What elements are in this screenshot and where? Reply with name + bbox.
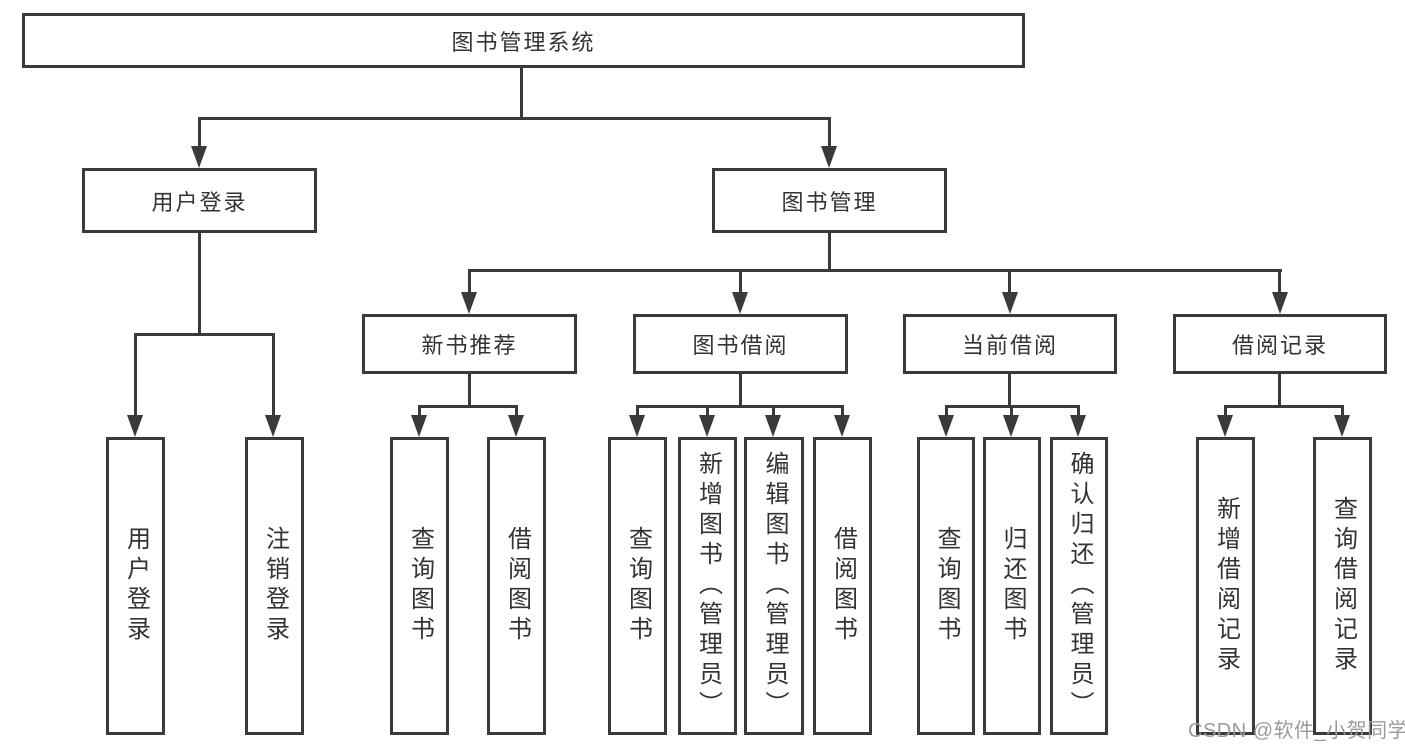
- leaf-add-borrow-record: 新增借阅记录: [1196, 437, 1255, 735]
- arrowhead-g3-query: [629, 415, 645, 437]
- connector-drop-g5-query: [1341, 405, 1344, 417]
- connector-drop-g3-add: [706, 405, 709, 417]
- arrowhead-borrow-records: [1272, 292, 1288, 314]
- arrowhead-g3-borrow: [834, 415, 850, 437]
- connector-group5-bar: [1224, 405, 1344, 408]
- connector-drop-new-book: [468, 269, 471, 294]
- connector-drop-borrow-records: [1278, 269, 1281, 294]
- connector-drop-g4-return: [1010, 405, 1013, 417]
- leaf-confirm-return-admin: 确认归还（管理员）: [1050, 437, 1108, 735]
- arrowhead-g5-query: [1334, 415, 1350, 437]
- connector-drop-g3-borrow: [841, 405, 844, 417]
- leaf-user-login: 用户登录: [106, 437, 165, 735]
- leaf-borrow-query-books: 查询图书: [608, 437, 667, 735]
- arrowhead-book-management: [821, 146, 837, 168]
- connector-drop-leaf-login: [134, 333, 137, 417]
- arrowhead-g4-return: [1003, 415, 1019, 437]
- node-library-management-system: 图书管理系统: [22, 13, 1025, 68]
- leaf-recommend-borrow-books: 借阅图书: [487, 437, 546, 735]
- arrowhead-g2-query: [411, 415, 427, 437]
- connector-group1-bar: [134, 333, 275, 336]
- arrowhead-user-login: [191, 146, 207, 168]
- arrowhead-book-borrow: [732, 292, 748, 314]
- connector-drop-current-borrow: [1008, 269, 1011, 294]
- node-current-borrow: 当前借阅: [903, 314, 1117, 374]
- connector-book-borrow-stub: [739, 374, 742, 408]
- arrowhead-g3-add: [699, 415, 715, 437]
- leaf-query-borrow-record: 查询借阅记录: [1313, 437, 1372, 735]
- connector-user-login-stub: [198, 233, 201, 336]
- leaf-current-query-books: 查询图书: [917, 437, 975, 735]
- arrowhead-leaf-login: [127, 415, 143, 437]
- connector-drop-book-management: [828, 117, 831, 148]
- arrowhead-leaf-logout: [265, 415, 281, 437]
- node-borrow-records: 借阅记录: [1173, 314, 1387, 374]
- node-new-book-recommend: 新书推荐: [362, 314, 577, 374]
- connector-group3-bar: [636, 405, 844, 408]
- connector-new-book-stub: [468, 374, 471, 408]
- arrowhead-current-borrow: [1002, 292, 1018, 314]
- connector-drop-user-login: [198, 117, 201, 148]
- connector-drop-g3-edit: [772, 405, 775, 417]
- connector-current-borrow-stub: [1008, 374, 1011, 408]
- connector-drop-leaf-logout: [272, 333, 275, 417]
- connector-level3-bar: [468, 269, 1282, 272]
- connector-drop-g2-borrow: [515, 405, 518, 417]
- node-user-login: 用户登录: [82, 168, 317, 233]
- node-book-borrow: 图书借阅: [633, 314, 848, 374]
- connector-borrow-records-stub: [1278, 374, 1281, 408]
- watermark: CSDN @软件_小贺同学: [1188, 720, 1405, 742]
- node-book-management: 图书管理: [712, 168, 947, 233]
- arrowhead-g5-add: [1217, 415, 1233, 437]
- arrowhead-g4-query: [938, 415, 954, 437]
- arrowhead-g3-edit: [765, 415, 781, 437]
- connector-root-stub: [520, 68, 523, 118]
- connector-drop-g4-query: [945, 405, 948, 417]
- leaf-borrow-books: 借阅图书: [813, 437, 872, 735]
- arrowhead-g2-borrow: [508, 415, 524, 437]
- connector-drop-g5-add: [1224, 405, 1227, 417]
- connector-book-management-stub: [828, 233, 831, 272]
- connector-drop-book-borrow: [739, 269, 742, 294]
- connector-drop-g3-query: [636, 405, 639, 417]
- leaf-return-books: 归还图书: [983, 437, 1041, 735]
- leaf-recommend-query-books: 查询图书: [390, 437, 449, 735]
- leaf-logout: 注销登录: [245, 437, 304, 735]
- leaf-add-book-admin: 新增图书（管理员）: [678, 437, 737, 735]
- connector-drop-g4-confirm: [1077, 405, 1080, 417]
- connector-drop-g2-query: [418, 405, 421, 417]
- arrowhead-new-book: [461, 292, 477, 314]
- connector-group2-bar: [418, 405, 518, 408]
- arrowhead-g4-confirm: [1070, 415, 1086, 437]
- leaf-edit-book-admin: 编辑图书（管理员）: [744, 437, 804, 735]
- connector-level2-bar: [198, 117, 831, 120]
